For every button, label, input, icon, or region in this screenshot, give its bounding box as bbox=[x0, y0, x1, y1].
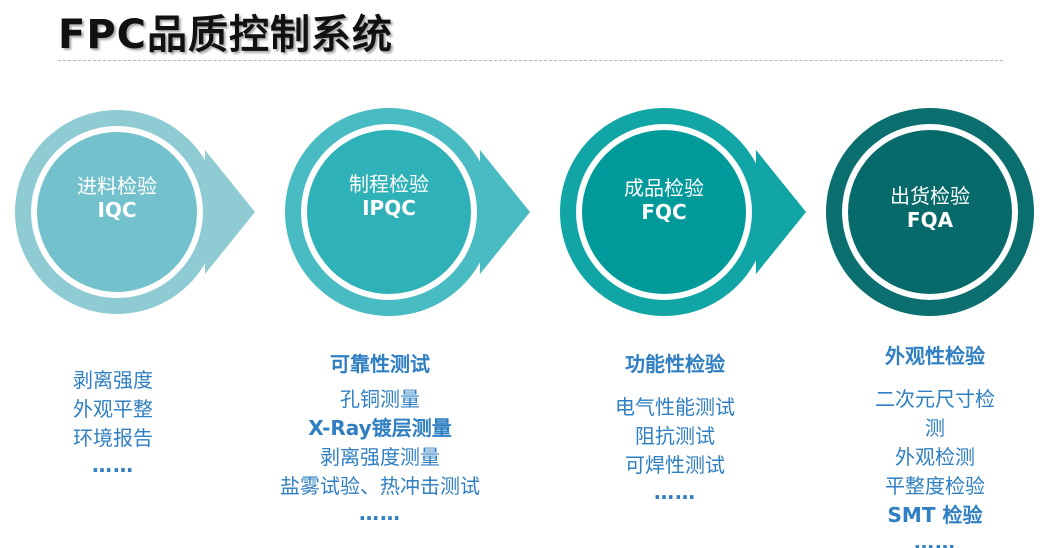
stage-fqc-arrow bbox=[756, 150, 806, 274]
stage-fqc-label: 成品检验 FQC bbox=[589, 176, 739, 224]
list-heading: 可靠性测试 bbox=[330, 352, 430, 376]
list-more: …… bbox=[92, 453, 134, 477]
stage-ipqc-code: IPQC bbox=[362, 196, 416, 220]
list-item: 外观检测 bbox=[895, 445, 975, 469]
stage-iqc-label: 进料检验 IQC bbox=[42, 174, 192, 222]
stage-ipqc-name: 制程检验 bbox=[349, 172, 429, 196]
stage-fqa-label: 出货检验 FQA bbox=[855, 184, 1005, 232]
stage-iqc-arrow bbox=[205, 150, 255, 274]
list-heading: 功能性检验 bbox=[625, 352, 725, 376]
list-item: 可焊性测试 bbox=[625, 453, 725, 477]
list-item: X-Ray镀层测量 bbox=[308, 416, 452, 440]
list-item: 电气性能测试 bbox=[615, 395, 735, 419]
stage-ipqc-arrow bbox=[480, 150, 530, 274]
fqc-check-list: 功能性检验 电气性能测试 阻抗测试 可焊性测试 …… bbox=[590, 350, 760, 504]
list-more: …… bbox=[359, 501, 401, 525]
list-heading: 外观性检验 bbox=[885, 344, 985, 368]
list-more: …… bbox=[654, 480, 696, 504]
list-more: …… bbox=[914, 530, 956, 548]
stage-fqa-name: 出货检验 bbox=[890, 184, 970, 208]
stage-fqc-name: 成品检验 bbox=[624, 176, 704, 200]
list-item: 二次元尺寸检 bbox=[875, 387, 995, 411]
ipqc-check-list: 可靠性测试 孔铜测量 X-Ray镀层测量 剥离强度测量 盐雾试验、热冲击测试 …… bbox=[255, 350, 505, 525]
stage-iqc-name: 进料检验 bbox=[77, 174, 157, 198]
stage-fqa-code: FQA bbox=[906, 208, 954, 232]
list-item: 阻抗测试 bbox=[635, 424, 715, 448]
list-item: 外观平整 bbox=[73, 397, 153, 421]
list-item: SMT 检验 bbox=[887, 503, 983, 527]
list-item: 剥离强度 bbox=[73, 368, 153, 392]
title-divider bbox=[58, 60, 1003, 61]
stage-ipqc-label: 制程检验 IPQC bbox=[314, 172, 464, 220]
fqa-check-list: 外观性检验 二次元尺寸检 测 外观检测 平整度检验 SMT 检验 …… bbox=[855, 342, 1015, 548]
stage-iqc-code: IQC bbox=[97, 198, 137, 222]
iqc-check-list: 剥离强度 外观平整 环境报告 …… bbox=[48, 366, 178, 477]
stage-fqc-code: FQC bbox=[641, 200, 687, 224]
list-item: 平整度检验 bbox=[885, 474, 985, 498]
page-title: FPC品质控制系统 bbox=[58, 12, 393, 58]
list-item: 盐雾试验、热冲击测试 bbox=[280, 474, 480, 498]
list-item: 环境报告 bbox=[73, 426, 153, 450]
list-item: 测 bbox=[925, 416, 945, 440]
list-item: 剥离强度测量 bbox=[320, 445, 440, 469]
list-item: 孔铜测量 bbox=[340, 387, 420, 411]
